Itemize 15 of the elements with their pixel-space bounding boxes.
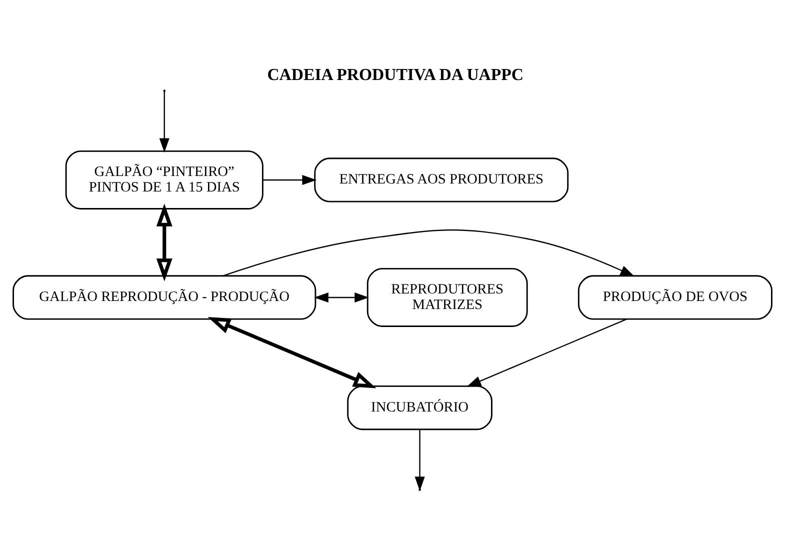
- arrow: [159, 90, 170, 152]
- arrow: [208, 316, 376, 388]
- node-box: PRODUÇÃO DE OVOS: [578, 274, 772, 320]
- node-box: INCUBATÓRIO: [347, 385, 492, 430]
- node-box: GALPÃO REPRODUÇÃO - PRODUÇÃO: [12, 274, 316, 320]
- arrow: [314, 292, 370, 302]
- node-box: GALPÃO “PINTEIRO” PINTOS DE 1 A 15 DIAS: [65, 150, 264, 209]
- arrow: [414, 429, 425, 491]
- arrow: [466, 318, 628, 386]
- arrow: [222, 228, 635, 276]
- arrow: [262, 174, 317, 185]
- diagram-title: CADEIA PRODUTIVA DA UAPPC: [267, 64, 524, 84]
- node-box: REPRODUTORES MATRIZES: [366, 267, 528, 326]
- arrow: [156, 203, 172, 281]
- node-box: ENTREGAS AOS PRODUTORES: [314, 157, 569, 202]
